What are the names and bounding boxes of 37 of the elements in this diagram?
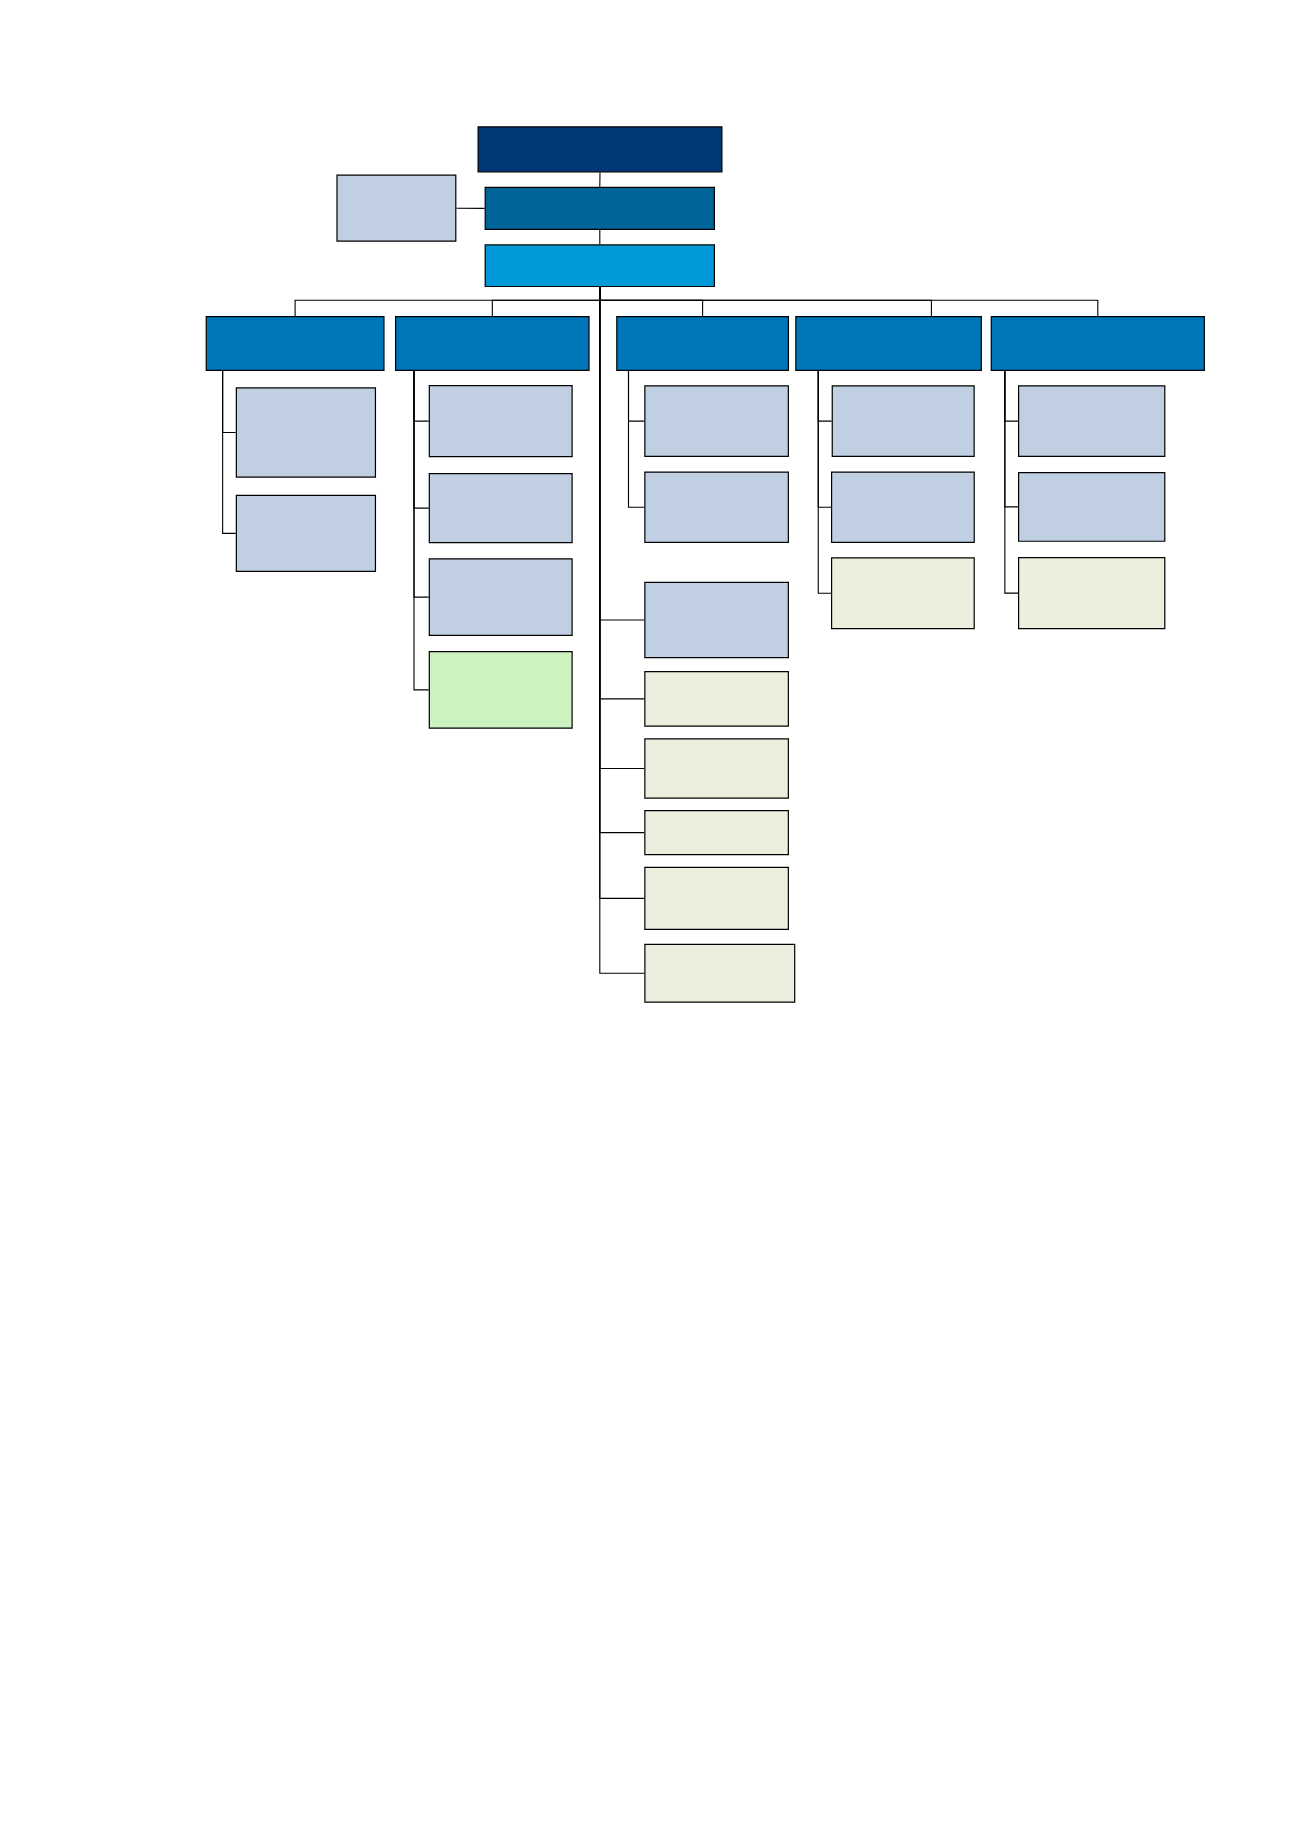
connector-line: [817, 370, 832, 594]
org-chart-box: [795, 316, 982, 371]
org-chart-box: [484, 186, 715, 230]
org-chart-box: [616, 316, 789, 371]
connector-line: [599, 229, 601, 245]
org-chart-box: [395, 316, 590, 371]
org-chart-box: [484, 244, 715, 288]
org-chart-box: [644, 671, 789, 727]
org-chart-box: [428, 651, 573, 729]
org-chart-box: [644, 738, 789, 799]
connector-line: [1004, 370, 1019, 594]
org-chart-box: [831, 471, 975, 543]
connector-line: [222, 370, 237, 534]
connector-line: [455, 207, 486, 209]
org-chart-box: [477, 126, 723, 173]
connector-line: [627, 370, 645, 508]
org-chart-box: [1018, 385, 1166, 457]
org-chart-box: [1018, 556, 1166, 630]
org-chart-box: [336, 174, 457, 242]
org-chart-box: [644, 866, 789, 931]
org-chart-box: [205, 316, 385, 371]
org-chart-box: [831, 557, 975, 630]
org-chart-box: [644, 385, 789, 457]
org-chart-box: [428, 558, 573, 636]
org-chart-box: [235, 494, 377, 573]
org-chart-box: [644, 581, 789, 659]
connector-line: [599, 171, 601, 188]
org-chart-box: [644, 809, 789, 856]
org-chart-box: [644, 471, 789, 543]
org-chart-box: [644, 943, 796, 1003]
org-chart-box: [235, 387, 377, 478]
org-chart-box: [428, 384, 573, 458]
org-chart-box: [428, 472, 573, 544]
org-chart-box: [990, 316, 1205, 371]
org-chart-box: [831, 385, 975, 457]
connector-line: [413, 370, 430, 691]
org-chart-box: [1018, 471, 1166, 542]
